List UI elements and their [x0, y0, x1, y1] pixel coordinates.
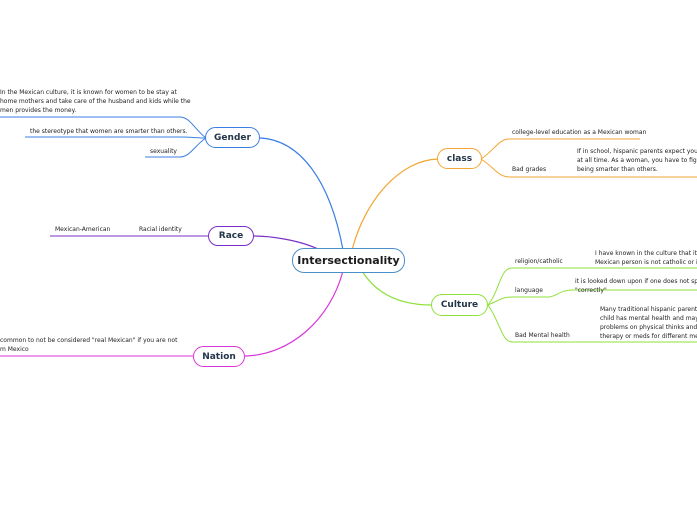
race-topic-1[interactable]: Racial identity — [139, 225, 182, 234]
class-label: class — [446, 153, 473, 164]
gender-topic-1[interactable]: In the Mexican culture, it is known for … — [0, 88, 191, 115]
gender-topic-2-line-1: the stereotype that women are smarter th… — [30, 128, 188, 135]
class-topic-3-line-1: If in school, hispanic parents expect yo… — [577, 148, 697, 155]
link-nation — [244, 270, 344, 357]
race-label: Race — [218, 231, 244, 241]
culture-topic-6-line-2: child has mental health and may pu — [600, 315, 697, 322]
class-topic-3-line-2: at all time. As a woman, you have to fig… — [577, 157, 697, 164]
link-culture-sub1 — [487, 267, 570, 306]
class-node[interactable]: class — [437, 148, 482, 169]
nation-label: Nation — [202, 351, 236, 362]
culture-topic-1[interactable]: religion/catholic — [515, 257, 563, 266]
gender-topic-1-line-3: men provides the money. — [0, 107, 77, 114]
link-class — [351, 158, 439, 251]
gender-topic-3[interactable]: sexuality — [150, 147, 177, 156]
link-race — [253, 235, 321, 251]
class-topic-2-line-1: Bad grades — [512, 166, 547, 173]
link-culture-sub5 — [487, 304, 570, 343]
central-topic-label: Intersectionality — [297, 254, 400, 267]
culture-label: Culture — [440, 300, 479, 310]
nation-topic-1-line-1: common to not be considered "real Mexica… — [0, 337, 178, 344]
link-gender-sub2 — [25, 136, 207, 139]
link-gender-sub3 — [145, 137, 207, 158]
race-topic-2[interactable]: Mexican-American — [55, 225, 110, 234]
link-culture-sub3 — [487, 296, 548, 306]
race-topic-2-line-1: Mexican-American — [55, 226, 111, 233]
culture-node[interactable]: Culture — [431, 294, 488, 316]
gender-topic-3-line-1: sexuality — [150, 148, 177, 155]
gender-topic-2[interactable]: the stereotype that women are smarter th… — [30, 127, 188, 136]
link-class-sub2 — [480, 158, 548, 178]
culture-topic-3-line-1: language — [515, 287, 543, 294]
central-topic[interactable]: Intersectionality — [292, 248, 405, 273]
class-topic-1[interactable]: college-level education as a Mexican wom… — [512, 128, 646, 137]
culture-topic-6-line-1: Many traditional hispanic parents w — [600, 306, 697, 313]
gender-topic-1-line-1: In the Mexican culture, it is known for … — [0, 89, 177, 96]
gender-node[interactable]: Gender — [205, 127, 260, 148]
class-topic-1-line-1: college-level education as a Mexican wom… — [512, 129, 647, 136]
culture-topic-4-line-2: "correctly" — [575, 287, 607, 294]
culture-topic-2-line-1: I have known in the culture that it is i — [595, 250, 697, 257]
gender-topic-1-line-2: home mothers and take care of the husban… — [0, 98, 191, 105]
culture-topic-6[interactable]: Many traditional hispanic parents w chil… — [600, 305, 697, 341]
class-topic-3-line-3: being smarter than others. — [577, 166, 658, 173]
culture-topic-1-line-1: religion/catholic — [515, 258, 563, 265]
culture-topic-2[interactable]: I have known in the culture that it is i… — [595, 249, 697, 267]
race-node[interactable]: Race — [208, 226, 254, 246]
nation-topic-1[interactable]: common to not be considered "real Mexica… — [0, 336, 177, 354]
link-gender — [259, 137, 344, 251]
culture-topic-4[interactable]: it is looked down upon if one does not s… — [575, 277, 697, 295]
culture-topic-2-line-2: Mexican person is not catholic or is n — [595, 259, 697, 266]
race-topic-1-line-1: Racial identity — [139, 226, 182, 233]
culture-topic-5[interactable]: Bad Mental health — [515, 331, 570, 340]
culture-topic-6-line-4: therapy or meds for different men — [600, 333, 697, 340]
class-topic-3[interactable]: If in school, hispanic parents expect yo… — [577, 147, 697, 174]
nation-node[interactable]: Nation — [193, 346, 245, 367]
class-topic-2[interactable]: Bad grades — [512, 165, 546, 174]
culture-topic-3[interactable]: language — [515, 286, 543, 295]
culture-topic-4-line-1: it is looked down upon if one does not s… — [575, 278, 697, 285]
culture-topic-6-line-3: problems on physical thinks and thi — [600, 324, 697, 331]
gender-label: Gender — [214, 132, 251, 143]
link-gender-sub1 — [0, 116, 207, 139]
link-culture — [361, 270, 433, 306]
link-class-sub1 — [480, 138, 640, 160]
link-culture-sub4 — [547, 289, 697, 298]
nation-topic-1-line-2: m Mexico — [0, 346, 29, 353]
culture-topic-5-line-1: Bad Mental health — [515, 332, 570, 339]
